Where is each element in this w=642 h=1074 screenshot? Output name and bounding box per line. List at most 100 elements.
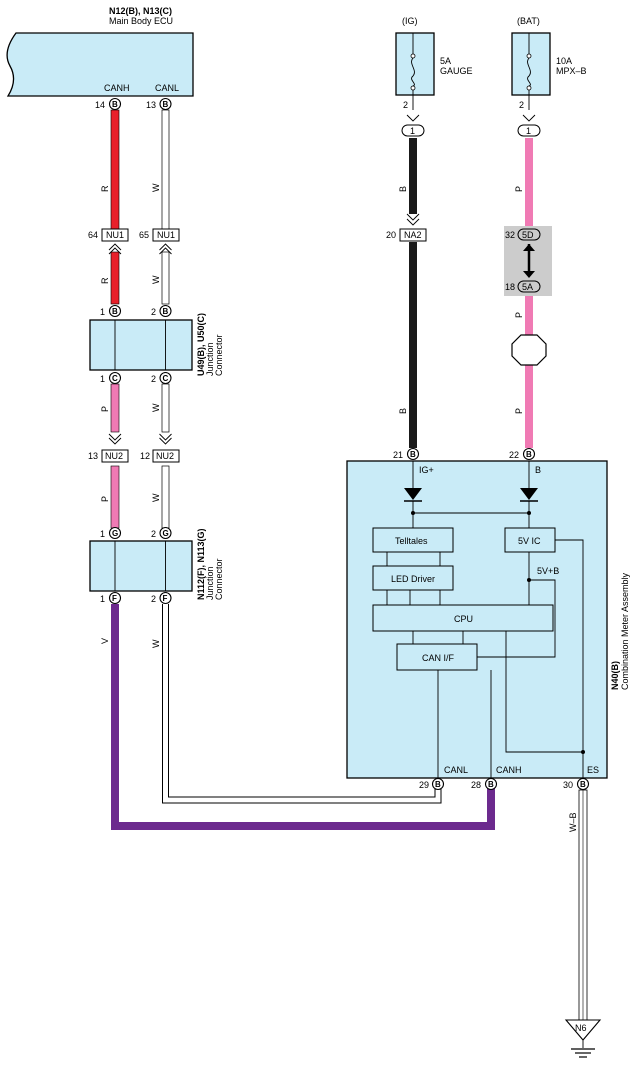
connector-name: 5A [522, 282, 533, 292]
connector-number: 18 [505, 282, 515, 292]
pin-letter: B [163, 307, 169, 316]
pin-number: 2 [151, 307, 156, 317]
wire-label: W [151, 493, 161, 502]
pin-letter: B [488, 780, 494, 789]
connector-number: 65 [139, 230, 149, 240]
led-driver-block [372, 565, 454, 591]
pin-letter: B [163, 100, 169, 109]
connector-name: NU2 [105, 451, 123, 461]
wire-label: B [398, 408, 408, 414]
wire-label: P [514, 408, 524, 414]
fuse-name: GAUGE [440, 66, 473, 76]
wire-label: P [100, 406, 110, 412]
wire-canl-white-1 [161, 109, 170, 231]
pin-letter: G [112, 529, 118, 538]
jc2-box [89, 540, 193, 592]
jc1-subtitle: Junction [205, 342, 215, 376]
pin-letter: B [112, 307, 118, 316]
wire-ig-black: NA2 20 B B [386, 138, 427, 448]
connector-number: 64 [88, 230, 98, 240]
wire-label: V [100, 638, 110, 644]
pin-letter: G [163, 529, 169, 538]
meter-canl-label: CANL [444, 765, 468, 775]
wire-label: P [514, 186, 524, 192]
pin-number: 2 [151, 529, 156, 539]
ground-n6: W–B N6 [564, 789, 602, 1058]
connector-number: 1 [526, 126, 531, 136]
pin-number: 1 [100, 594, 105, 604]
pin-number: 28 [471, 780, 481, 790]
fuse-mpxb: (BAT) 10A MPX–B 2 1 [511, 16, 587, 137]
pin-letter: B [580, 780, 586, 789]
jc2-title: N112(F), N113(G) [196, 528, 206, 600]
wire-label: W [151, 183, 161, 192]
meter-subtitle: Combination Meter Assembly [620, 572, 630, 690]
connector-number: 13 [88, 451, 98, 461]
pin-number: 13 [146, 100, 156, 110]
ecu-pins: 14 B 13 B [95, 97, 172, 111]
connector-nu2: NU2 13 NU2 12 [88, 433, 180, 463]
pin-letter: B [410, 450, 416, 459]
pin-number: 1 [100, 529, 105, 539]
pin-letter: F [112, 594, 117, 603]
pin-number: 1 [100, 307, 105, 317]
wire-label: W [151, 639, 161, 648]
wire-label: B [398, 186, 408, 192]
wire-label: W–B [568, 812, 578, 832]
cpu-label: CPU [454, 614, 473, 624]
pin-letter: B [435, 780, 441, 789]
telltales-block [372, 527, 454, 553]
pin-number: 30 [563, 780, 573, 790]
pin-number: 21 [393, 450, 403, 460]
pin-number: 2 [151, 374, 156, 384]
jc2-subtitle: Connector [214, 558, 224, 600]
pin-letter: F [163, 594, 168, 603]
wire-label: R [100, 277, 110, 284]
jc1-subtitle: Connector [214, 334, 224, 376]
can-if-label: CAN I/F [422, 653, 455, 663]
connector-name: 5D [522, 230, 534, 240]
jc2-subtitle: Junction [205, 566, 215, 600]
wire-canl-white-3 [161, 383, 170, 433]
fuse-mpxb-box [511, 32, 551, 96]
connector-name: NU1 [157, 230, 175, 240]
meter-es-label: ES [587, 765, 599, 775]
junction-connector-1: 1 B 2 B 1 C 2 C U49(B), U50(C) Junction … [89, 304, 224, 385]
fuse-name: MPX–B [556, 66, 587, 76]
ecu-title: N12(B), N13(C) [109, 6, 172, 16]
ground-name: N6 [575, 1023, 587, 1033]
connector-name: NU1 [106, 230, 124, 240]
pin-letter: B [526, 450, 532, 459]
fuse-rating: 5A [440, 56, 451, 66]
wire-label: P [514, 312, 524, 318]
wire-canl-white-4 [161, 465, 170, 529]
cpu-block [372, 604, 554, 632]
connector-number: 20 [386, 230, 396, 240]
wire-canh-violet [111, 604, 495, 830]
pin-letter: B [112, 100, 118, 109]
wire-canh-pink-2 [110, 465, 120, 529]
ecu-subtitle: Main Body ECU [109, 16, 173, 26]
wire-label: R [100, 185, 110, 192]
5v-ic-label: 5V IC [518, 536, 541, 546]
meter-title: N40(B) [610, 661, 620, 690]
meter-canh-label: CANH [496, 765, 522, 775]
pin-number: 2 [403, 100, 408, 110]
pin-number: 2 [519, 100, 524, 110]
connector-nu1: NU1 64 NU1 65 [88, 228, 180, 255]
junction-connector-2: 1 G 2 G 1 F 2 F N112(F), N113(G) Junctio… [89, 526, 224, 605]
jc1-box [89, 319, 193, 371]
jc1-title: U49(B), U50(C) [196, 313, 206, 376]
main-body-ecu: N12(B), N13(C) Main Body ECU CANH CANL [6, 6, 194, 97]
wire-canh-red-2 [110, 251, 120, 305]
pin-number: 14 [95, 100, 105, 110]
fuse-gauge-box [395, 32, 435, 96]
connector-number: 12 [140, 451, 150, 461]
telltales-label: Telltales [395, 536, 428, 546]
meter-b-label: B [535, 465, 541, 475]
combination-meter: 21 B 22 B IG+ B Telltales LED Driver 5V … [346, 447, 630, 791]
fuse-source: (BAT) [517, 16, 540, 26]
wire-bat-pink: 5D 32 5A 18 P P P [504, 138, 552, 448]
ecu-canh-label: CANH [104, 83, 130, 93]
